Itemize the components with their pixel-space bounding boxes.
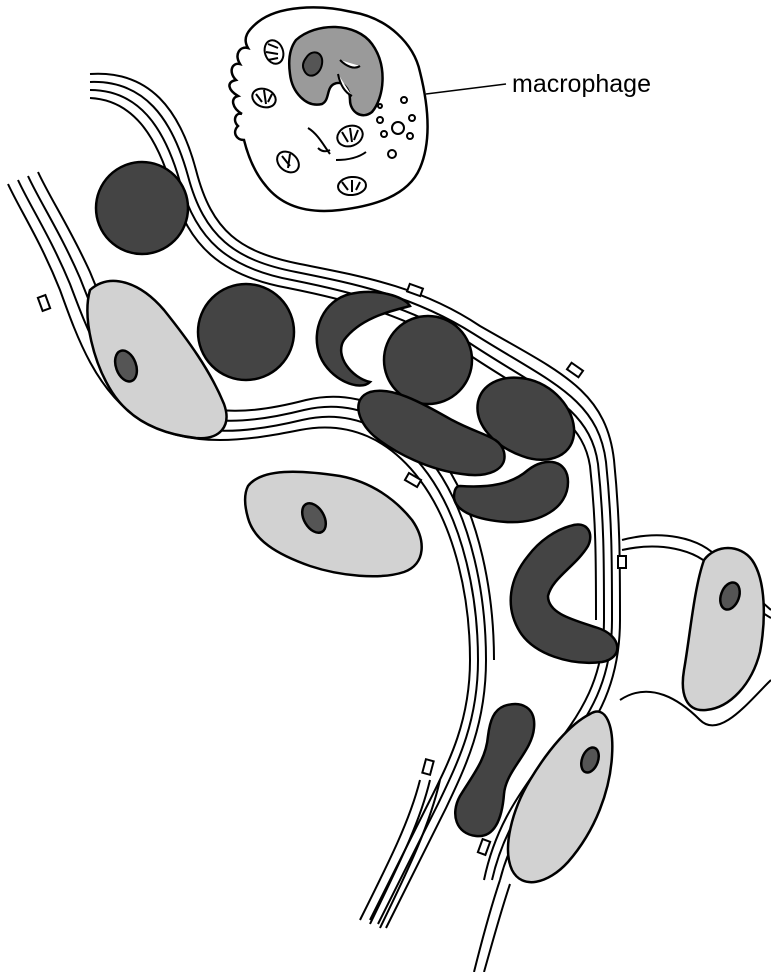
macrophage-label: macrophage xyxy=(512,70,651,98)
red-blood-cell xyxy=(384,316,472,404)
red-blood-cell xyxy=(96,162,188,254)
macrophage-cell xyxy=(229,7,427,211)
red-blood-cell xyxy=(198,284,294,380)
endothelial-cell xyxy=(245,472,422,577)
endothelial-cell xyxy=(683,548,764,710)
red-blood-cell xyxy=(511,525,618,663)
macrophage-label-line xyxy=(426,84,506,94)
